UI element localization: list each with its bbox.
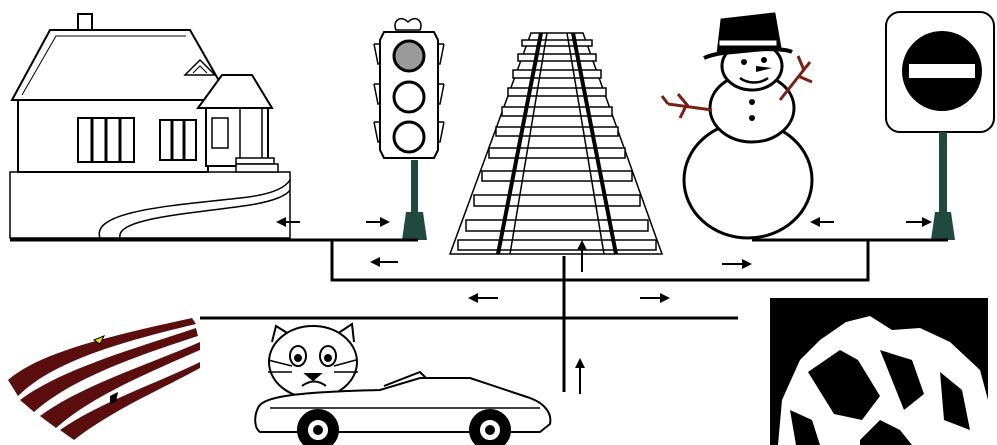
no-entry-sign-icon	[886, 12, 994, 132]
cat-car-icon	[255, 324, 550, 445]
traffic-light-pole	[402, 160, 427, 240]
no-entry-sign-pole	[931, 132, 955, 240]
house-icon	[10, 14, 290, 238]
plowed-field-icon	[8, 318, 200, 440]
traffic-light-icon	[374, 19, 444, 158]
mountain-photo-icon	[770, 298, 988, 445]
railroad-track-icon	[450, 33, 662, 254]
snowman-icon	[684, 14, 812, 238]
